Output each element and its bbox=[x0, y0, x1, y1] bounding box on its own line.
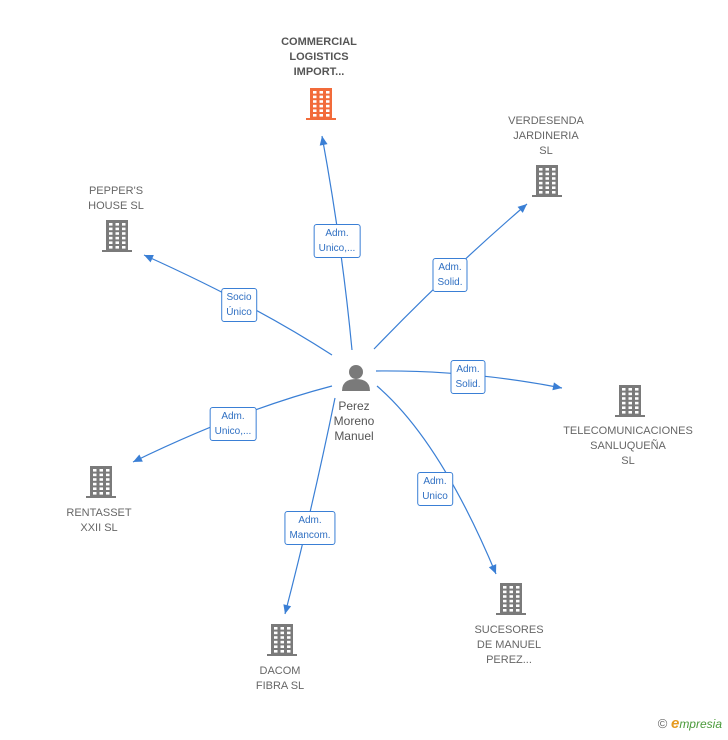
edge-arrow-dacom bbox=[283, 604, 292, 614]
person-icon[interactable] bbox=[342, 365, 370, 391]
company-label-telecom[interactable]: TELECOMUNICACIONES SANLUQUEÑA SL bbox=[563, 425, 693, 467]
building-icon-dacom[interactable] bbox=[267, 624, 297, 656]
company-label-commercial[interactable]: COMMERCIAL LOGISTICS IMPORT... bbox=[281, 36, 357, 78]
company-label-dacom[interactable]: DACOM FIBRA SL bbox=[255, 665, 305, 692]
building-icon-verdesenda[interactable] bbox=[532, 165, 562, 197]
footer-credit: © empresia bbox=[658, 715, 722, 732]
company-label-verdesenda[interactable]: VERDESENDA JARDINERIA SL bbox=[508, 115, 584, 157]
edge-label-telecom[interactable]: Adm. Solid. bbox=[450, 360, 486, 394]
building-icon-sucesores[interactable] bbox=[496, 583, 526, 615]
edge-line-sucesores bbox=[376, 385, 497, 575]
edge-label-sucesores[interactable]: Adm. Unico bbox=[417, 472, 453, 506]
edge-label-verdesenda[interactable]: Adm. Solid. bbox=[432, 258, 468, 292]
edge-label-peppers[interactable]: Socio Único bbox=[221, 288, 257, 322]
company-label-rentasset[interactable]: RENTASSET XXII SL bbox=[66, 507, 132, 534]
company-label-sucesores[interactable]: SUCESORES DE MANUEL PEREZ... bbox=[474, 624, 544, 666]
edge-arrow-commercial bbox=[319, 136, 328, 146]
edge-arrow-rentasset bbox=[133, 454, 143, 462]
company-label-peppers[interactable]: PEPPER'S HOUSE SL bbox=[88, 185, 144, 212]
edge-label-commercial[interactable]: Adm. Unico,... bbox=[313, 224, 361, 258]
building-icon-telecom[interactable] bbox=[615, 385, 645, 417]
empresia-logo[interactable]: empresia bbox=[670, 715, 722, 732]
person-label[interactable]: Perez Moreno Manuel bbox=[333, 399, 375, 443]
edge-label-rentasset[interactable]: Adm. Unico,... bbox=[209, 407, 257, 441]
building-icon-peppers[interactable] bbox=[102, 220, 132, 252]
edge-label-dacom[interactable]: Adm. Mancom. bbox=[284, 511, 336, 545]
building-icon-rentasset[interactable] bbox=[86, 466, 116, 498]
building-icon-commercial[interactable] bbox=[306, 88, 336, 120]
edge-arrow-peppers bbox=[144, 255, 154, 263]
copyright-symbol: © bbox=[657, 716, 668, 731]
edge-arrow-sucesores bbox=[488, 564, 497, 574]
edge-line-dacom bbox=[284, 397, 336, 615]
edge-arrow-verdesenda bbox=[517, 204, 527, 213]
edge-arrow-telecom bbox=[552, 382, 562, 391]
